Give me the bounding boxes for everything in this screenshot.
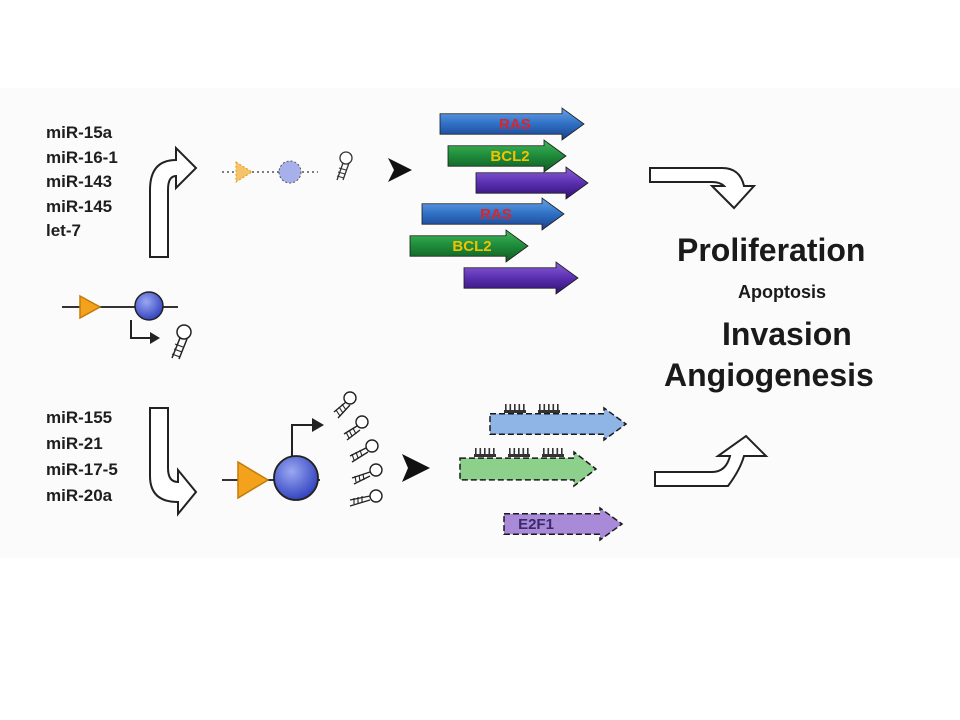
- outcome-apoptosis: Apoptosis: [738, 282, 826, 302]
- transcription-arrowhead-icon: [312, 418, 324, 432]
- mirna-binding-mark: [542, 448, 564, 457]
- hairpin-mirna-icon: [336, 151, 353, 181]
- promoter-faint-icon: [235, 161, 253, 183]
- activation-arrowhead-icon: [402, 454, 430, 482]
- transcription-arrowhead-icon: [150, 332, 160, 344]
- upregulation-curved-arrow: [149, 145, 198, 258]
- downregulation-curved-arrow: [149, 407, 198, 517]
- mirna-binding-mark: [474, 448, 496, 457]
- tumor-suppressor-mirna-list: miR-15a miR-16-1 miR-143 miR-145 let-7: [46, 121, 118, 244]
- gene-arrow: [503, 506, 624, 542]
- outcome-invasion: Invasion: [722, 316, 852, 352]
- outcome-curved-arrow-upper: [649, 167, 757, 210]
- promoter-icon: [237, 460, 270, 500]
- gene-circle-faint-icon: [278, 160, 302, 184]
- gene-arrow: [421, 197, 565, 231]
- mirna-label: miR-17-5: [46, 460, 118, 479]
- hairpin-mirna-cluster: [333, 391, 383, 507]
- mirna-label: let-7: [46, 221, 81, 240]
- hairpin-mirna-icon: [171, 324, 192, 360]
- mirna-binding-mark: [508, 448, 530, 457]
- gene-circle-icon: [273, 455, 319, 501]
- gene-label: E2F1: [518, 516, 554, 533]
- gene-circle-icon: [134, 291, 164, 321]
- gene-label: RAS: [499, 116, 531, 133]
- activation-arrowhead-icon: [388, 158, 412, 182]
- gene-arrow: [409, 229, 529, 263]
- hairpin-mirna-icon: [349, 489, 383, 507]
- gene-arrow: [489, 406, 628, 442]
- mirna-label: miR-143: [46, 172, 113, 191]
- hairpin-mirna-icon: [343, 415, 369, 441]
- mirna-label: miR-155: [46, 408, 113, 427]
- gene-arrow: [459, 450, 598, 488]
- lower-target-genes: E2F1: [459, 404, 628, 542]
- mirna-label: miR-16-1: [46, 147, 118, 167]
- gene-arrow: [439, 107, 585, 141]
- mirna-label: miR-145: [46, 196, 113, 216]
- gene-arrow: [447, 139, 567, 173]
- gene-label: BCL2: [490, 148, 529, 165]
- mirna-binding-mark: [538, 404, 560, 413]
- gene-label: RAS: [480, 206, 512, 223]
- mirna-label: miR-21: [46, 434, 103, 453]
- gene-arrow: [475, 166, 589, 200]
- gene-label: BCL2: [452, 238, 491, 255]
- outcome-angiogenesis: Angiogenesis: [664, 357, 874, 393]
- mirna-label: miR-20a: [46, 486, 113, 505]
- oncomir-list: miR-155 miR-21 miR-17-5 miR-20a: [46, 405, 118, 509]
- promoter-icon: [79, 294, 102, 320]
- gene-arrow: [463, 261, 579, 295]
- outcome-curved-arrow-lower: [654, 434, 769, 487]
- mirna-binding-mark: [504, 404, 526, 413]
- hairpin-mirna-icon: [351, 463, 383, 485]
- hairpin-mirna-icon: [333, 391, 357, 419]
- outcome-proliferation: Proliferation: [677, 232, 866, 268]
- hairpin-mirna-icon: [349, 439, 379, 463]
- mirna-label: miR-15a: [46, 123, 113, 142]
